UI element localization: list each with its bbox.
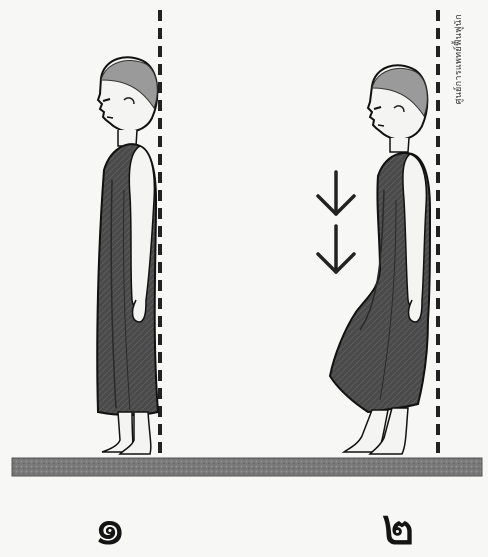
head-1 [98,57,157,131]
panel-2-label: ๒ [358,498,438,556]
panel-1-label: ๑ [70,498,150,556]
panel-2-figure [318,10,438,458]
panel-1-figure [97,10,160,458]
floor [12,458,482,476]
credit-text: ศูนย์การแพทย์ฟื้นฟูนัก [452,14,466,104]
head-2 [368,65,427,139]
double-down-arrow-icon [318,172,354,272]
